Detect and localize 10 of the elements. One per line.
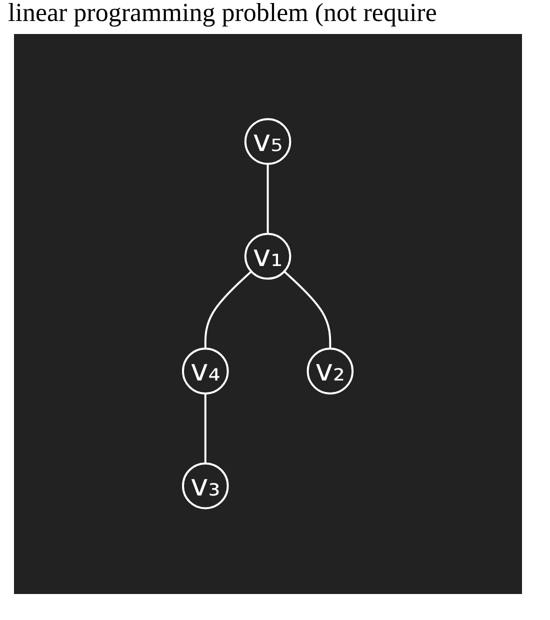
connector xyxy=(204,271,252,349)
node-circle: v₁ xyxy=(244,233,292,280)
connector xyxy=(284,271,332,349)
node-circle: v₄ xyxy=(182,348,229,395)
connector xyxy=(267,164,269,234)
node-circle: v₃ xyxy=(182,462,229,510)
connector xyxy=(204,394,207,464)
node-circle: v₂ xyxy=(307,348,354,395)
node-circle: v₅ xyxy=(244,118,292,166)
heading-text: linear programming problem (not require xyxy=(8,0,438,29)
